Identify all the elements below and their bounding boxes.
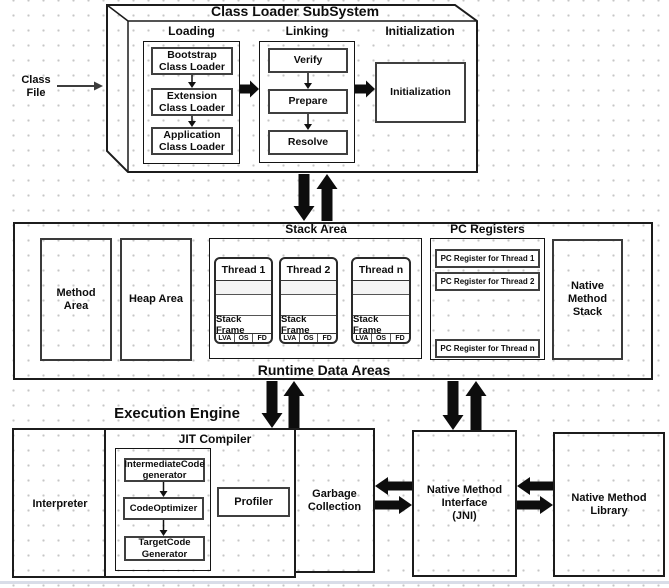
method-area-box: Method Area — [40, 238, 112, 361]
jit-compiler-container — [115, 448, 211, 571]
pc-registers-container — [430, 238, 545, 360]
stack-frame-label: Stack Frame — [216, 314, 271, 336]
thread-title: Thread 2 — [281, 259, 336, 281]
stack-frame-label: Stack Frame — [281, 314, 336, 336]
classloader-title: Class Loader SubSystem — [210, 2, 380, 19]
runtime-data-areas-box — [13, 222, 653, 380]
fd-cell: FD — [317, 334, 336, 342]
lva-cell: LVA — [218, 334, 232, 342]
class-file-arrow — [57, 81, 103, 91]
stack-area-label: Stack Area — [285, 222, 347, 237]
bottom-edge-strip — [0, 581, 669, 584]
loading-label: Loading — [168, 24, 215, 39]
native-method-library-box: Native Method Library — [553, 432, 665, 577]
stack-frame-cells: LVA OS FD — [281, 334, 336, 342]
stack-area-container — [209, 238, 422, 359]
intermediate-code-generator-box: IntermediateCode generator — [124, 458, 205, 482]
initialization-label: Initialization — [385, 24, 455, 39]
resolve-box: Resolve — [268, 130, 348, 155]
verify-box: Verify — [268, 48, 348, 73]
code-optimizer-box: CodeOptimizer — [123, 497, 204, 520]
jit-compiler-label: JIT Compiler — [178, 432, 252, 447]
jni-nml-arrows — [517, 477, 553, 514]
thread-empty-row — [353, 281, 409, 295]
fd-cell: FD — [390, 334, 409, 342]
linking-label: Linking — [285, 24, 329, 39]
thread-empty-row — [281, 295, 336, 316]
stack-frame-cells: LVA OS FD — [216, 334, 271, 342]
lva-cell: LVA — [355, 334, 369, 342]
application-class-loader-box: Application Class Loader — [151, 127, 233, 155]
pc-register-thread-2: PC Register for Thread 2 — [435, 272, 540, 291]
heap-area-box: Heap Area — [120, 238, 192, 361]
initialization-box: Initialization — [375, 62, 466, 123]
thread-empty-row — [216, 295, 271, 316]
os-cell: OS — [298, 334, 318, 342]
bootstrap-class-loader-box: Bootstrap Class Loader — [151, 47, 233, 75]
lva-cell: LVA — [283, 334, 297, 342]
stack-frame-cells: LVA OS FD — [353, 334, 409, 342]
target-code-generator-box: TargetCode Generator — [124, 536, 205, 561]
stack-frame-label: Stack Frame — [353, 314, 409, 336]
interpreter-divider — [104, 430, 106, 576]
os-cell: OS — [371, 334, 390, 342]
native-method-interface-box: Native Method Interface (JNI) — [412, 430, 517, 577]
loading-to-linking-arrow — [240, 80, 259, 98]
runtime-data-areas-title: Runtime Data Areas — [257, 361, 391, 378]
runtime-jni-arrows — [442, 381, 487, 430]
fd-cell: FD — [252, 334, 271, 342]
execution-engine-title: Execution Engine — [114, 405, 240, 423]
pc-register-thread-n: PC Register for Thread n — [435, 339, 540, 358]
pc-registers-label: PC Registers — [450, 222, 525, 237]
interpreter-label: Interpreter — [32, 497, 88, 510]
runtime-execution-arrows — [261, 381, 305, 428]
gc-jni-arrows — [375, 477, 412, 514]
thread-1-card: Thread 1 Stack Frame LVA OS FD — [214, 257, 273, 344]
garbage-collection-box: Garbage Collection — [294, 428, 375, 573]
thread-empty-row — [281, 281, 336, 295]
linking-to-initialization-arrow — [355, 80, 375, 98]
profiler-box: Profiler — [217, 487, 290, 517]
thread-empty-row — [216, 281, 271, 295]
extension-class-loader-box: Extension Class Loader — [151, 88, 233, 116]
os-cell: OS — [233, 334, 253, 342]
thread-empty-row — [353, 295, 409, 316]
classloader-runtime-arrows — [293, 174, 338, 221]
class-file-label: Class File — [21, 74, 51, 99]
prepare-box: Prepare — [268, 89, 348, 114]
thread-title: Thread 1 — [216, 259, 271, 281]
native-method-stack-box: Native Method Stack — [552, 239, 623, 360]
thread-2-card: Thread 2 Stack Frame LVA OS FD — [279, 257, 338, 344]
thread-n-card: Thread n Stack Frame LVA OS FD — [351, 257, 411, 344]
thread-title: Thread n — [353, 259, 409, 281]
pc-register-thread-1: PC Register for Thread 1 — [435, 249, 540, 268]
